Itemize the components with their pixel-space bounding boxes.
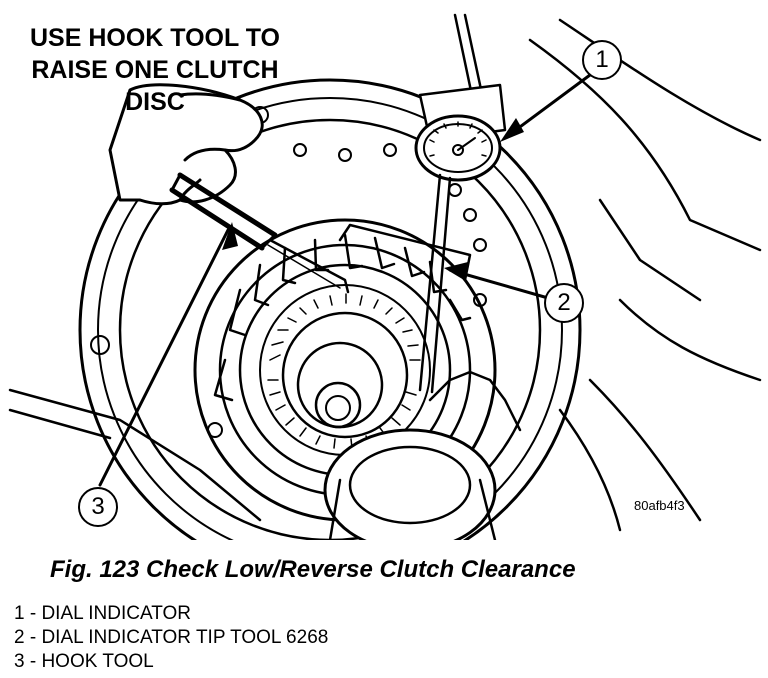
drive-gear — [323, 370, 522, 540]
arrowheads — [222, 118, 524, 280]
legend-item-1: 1 - DIAL INDICATOR — [14, 603, 192, 624]
dial-indicator — [414, 13, 507, 182]
dial-indicator-tip-tool — [418, 173, 452, 394]
clutch-illustration — [8, 13, 762, 540]
legend: 1 - DIAL INDICATOR 2 - DIAL INDICATOR TI… — [14, 602, 328, 674]
hook-tool — [169, 172, 350, 294]
clutch-pack — [193, 218, 497, 522]
figure-caption: Fig. 123 Check Low/Reverse Clutch Cleara… — [50, 556, 576, 583]
instruction-line-2: RAISE ONE CLUTCH — [31, 56, 279, 84]
figure-id: 80afb4f3 — [634, 498, 685, 513]
instruction-line-3: DISC — [125, 88, 185, 116]
instruction-text: USE HOOK TOOL TO RAISE ONE CLUTCH DISC — [10, 22, 300, 118]
callout-2: 2 — [544, 283, 584, 323]
transmission-case — [8, 18, 762, 532]
callout-3: 3 — [78, 487, 118, 527]
legend-item-3: 3 - HOOK TOOL — [14, 651, 154, 672]
instruction-line-1: USE HOOK TOOL TO — [29, 24, 281, 52]
legend-item-2: 2 - DIAL INDICATOR TIP TOOL 6268 — [14, 627, 329, 648]
hand — [108, 83, 264, 206]
callout-1: 1 — [582, 40, 622, 80]
